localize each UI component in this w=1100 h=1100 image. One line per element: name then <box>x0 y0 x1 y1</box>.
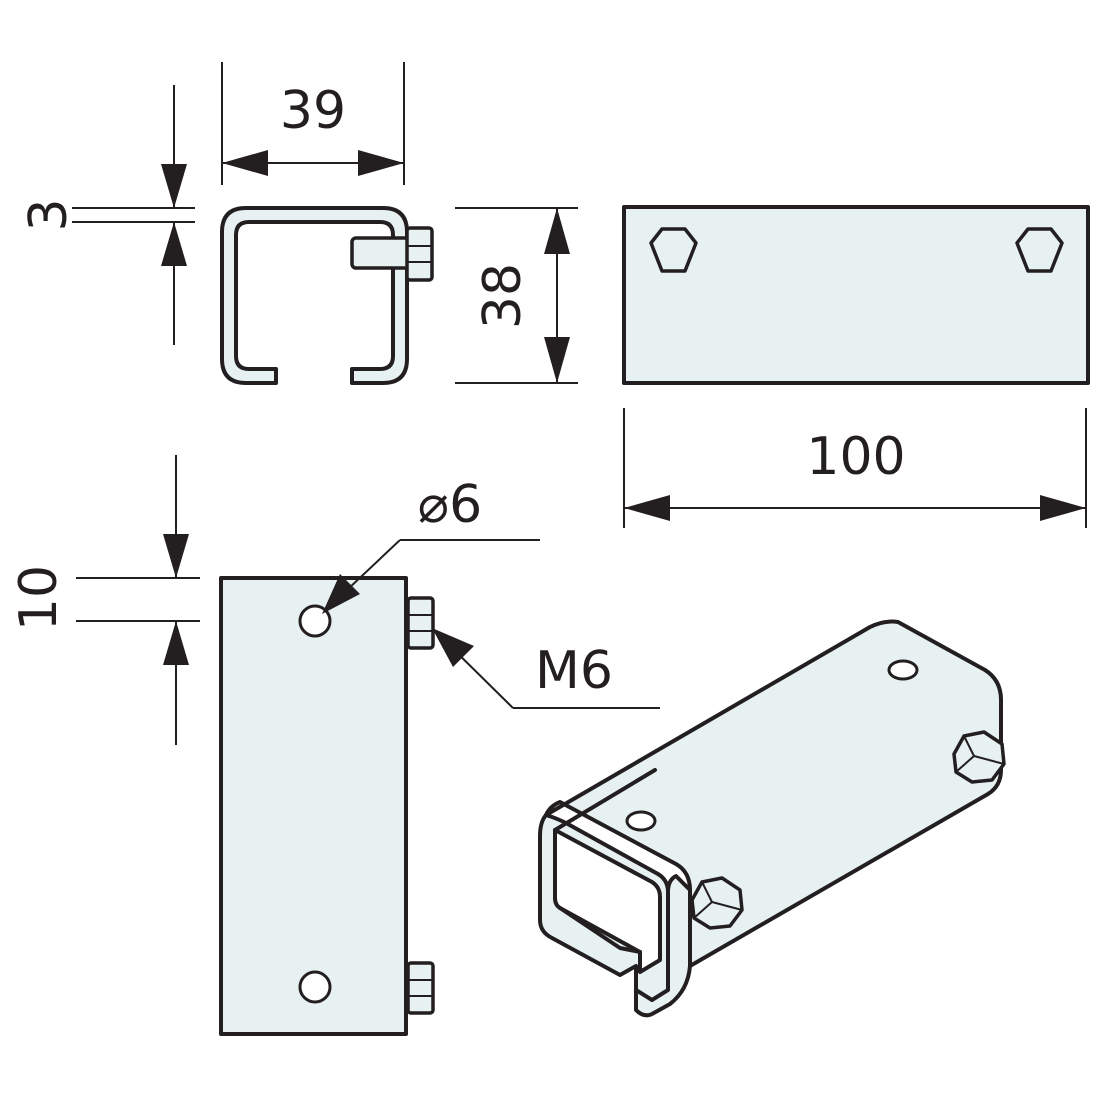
channel-profile <box>220 206 409 385</box>
bolt-shank <box>350 236 416 270</box>
top-plate <box>622 205 1090 385</box>
isometric-view <box>538 619 1006 1018</box>
width-label: 39 <box>280 81 346 141</box>
hex-nut-right <box>1015 227 1064 273</box>
cross-section-view <box>220 206 434 385</box>
iso-hole-back <box>887 659 919 681</box>
dimension-width: 39 <box>221 62 405 185</box>
bolt-callout: M6 <box>432 628 660 709</box>
hole-diameter-callout: ⌀6 <box>322 475 540 614</box>
hole-diameter-label: ⌀6 <box>418 475 482 535</box>
iso-top-face <box>544 619 1003 968</box>
bolt-nut <box>405 226 434 282</box>
side-nut-bottom <box>406 961 435 1015</box>
hole-offset-label: 10 <box>9 565 69 631</box>
dimension-hole-offset: 10 <box>9 455 200 745</box>
top-view <box>622 205 1090 385</box>
bolt-label: M6 <box>535 641 613 701</box>
iso-hole-front <box>625 810 657 832</box>
dimension-thickness: 3 <box>19 85 195 345</box>
side-nut-top <box>406 596 435 650</box>
mounting-hole-bottom <box>298 970 332 1004</box>
dimension-height: 38 <box>455 207 578 384</box>
dimension-length: 100 <box>623 408 1087 528</box>
length-label: 100 <box>806 427 905 487</box>
side-view <box>219 576 435 1036</box>
side-plate <box>219 576 408 1036</box>
thickness-label: 3 <box>19 198 79 231</box>
height-label: 38 <box>473 263 533 329</box>
hex-nut-left <box>649 227 698 273</box>
